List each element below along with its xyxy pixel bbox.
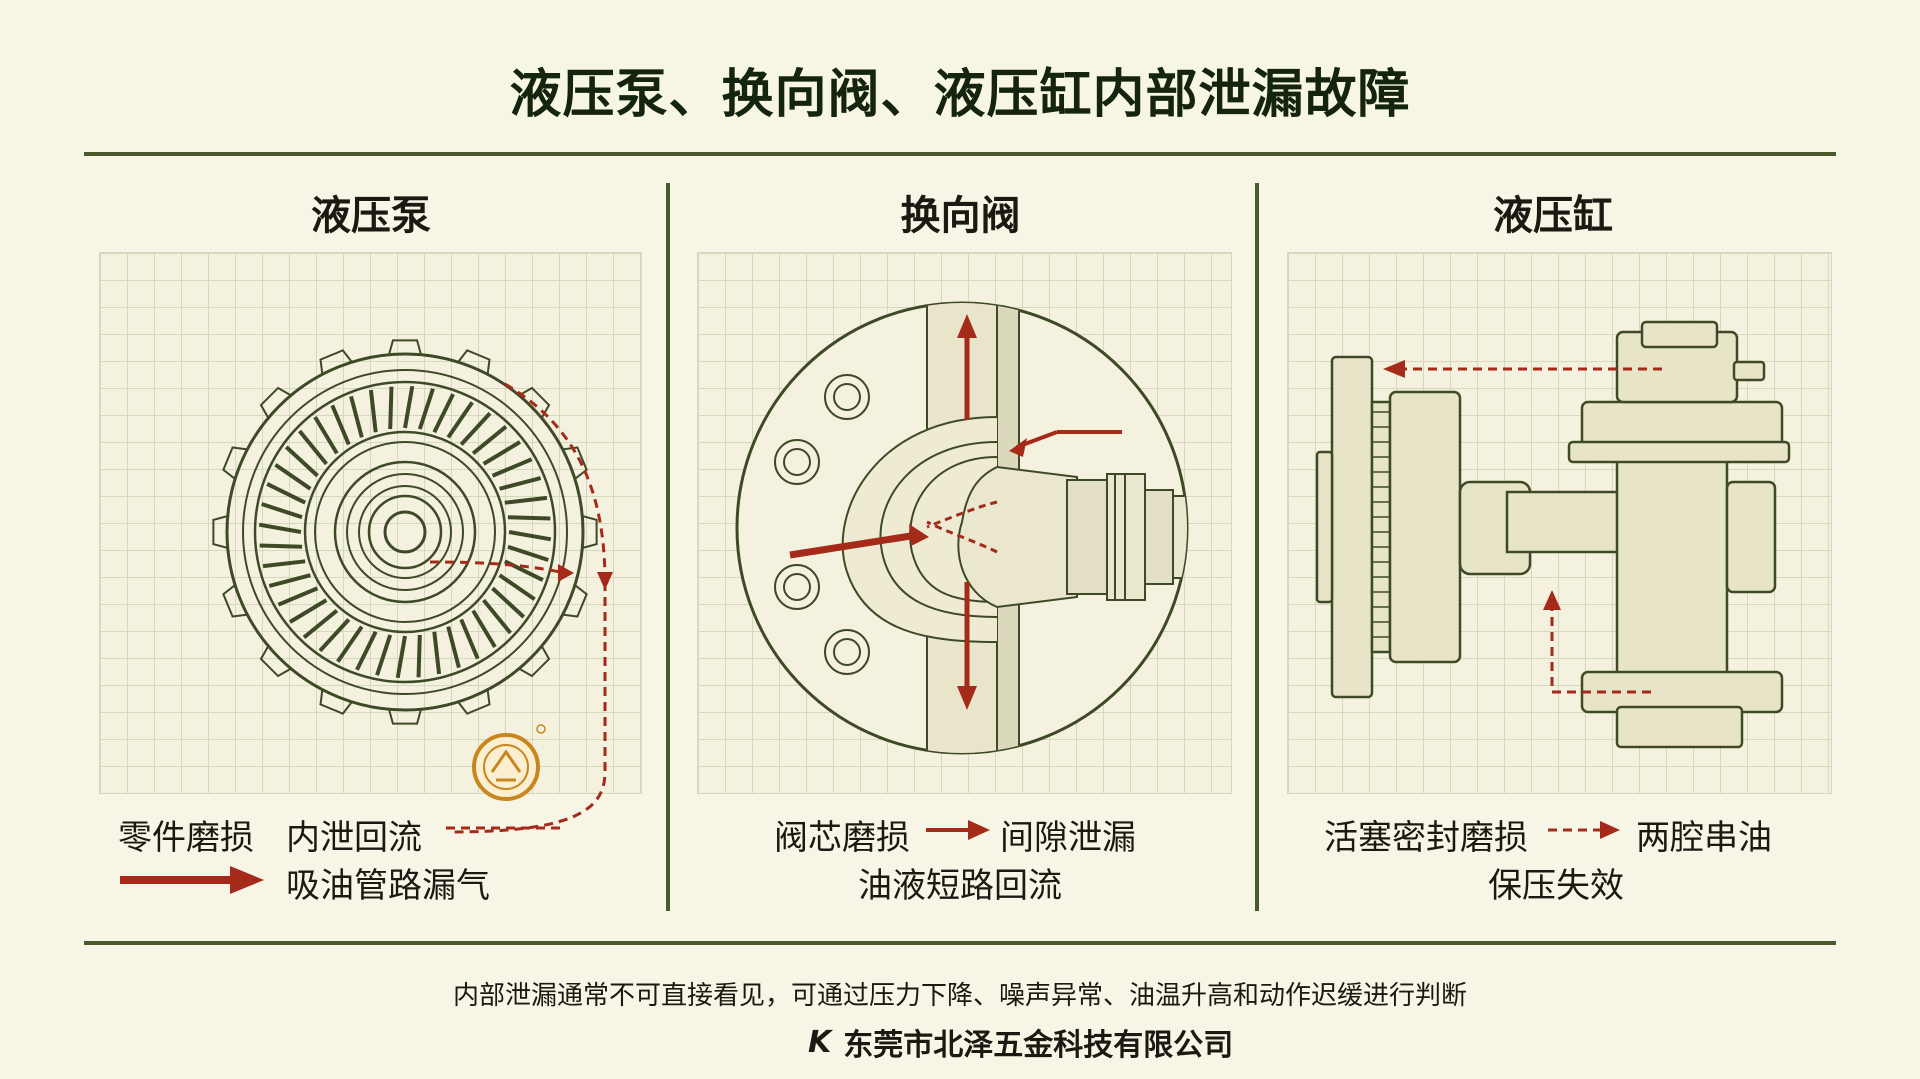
- valve-label-gap-leak: 间隙泄漏: [1000, 818, 1136, 858]
- cylinder-diagram: [1315, 320, 1791, 749]
- valve-arrow: [926, 820, 990, 840]
- pump-arrow: [120, 866, 264, 894]
- company-name: 东莞市北泽五金科技有限公司: [843, 1028, 1234, 1063]
- cylinder-label-seal-wear: 活塞密封磨损: [1324, 818, 1528, 858]
- cylinder-dashed-arrow: [1548, 821, 1620, 839]
- top-divider: [84, 152, 1836, 156]
- valve-label-spool-wear: 阀芯磨损: [774, 818, 910, 858]
- pump-label-backflow: 内泄回流: [286, 818, 422, 858]
- pump-label-air-leak: 吸油管路漏气: [286, 866, 490, 906]
- company-logo-icon: K: [808, 1024, 832, 1060]
- pump-dashed-line: [446, 826, 566, 830]
- page-title: 液压泵、换向阀、液压缸内部泄漏故障: [509, 65, 1411, 125]
- cylinder-heading: 液压缸: [1493, 193, 1613, 239]
- column-divider-1: [666, 183, 670, 911]
- seal-icon: [472, 724, 546, 801]
- cylinder-label-cross-chamber: 两腔串油: [1636, 818, 1772, 858]
- cylinder-label-pressure-loss: 保压失效: [1488, 866, 1624, 906]
- bottom-divider: [84, 941, 1836, 945]
- pump-diagram: [212, 339, 613, 834]
- pump-heading: 液压泵: [311, 193, 431, 239]
- column-divider-2: [1255, 183, 1259, 911]
- footer-note: 内部泄漏通常不可直接看见，可通过压力下降、噪声异常、油温升高和动作迟缓进行判断: [452, 981, 1467, 1011]
- valve-heading: 换向阀: [900, 193, 1021, 239]
- valve-label-short-circuit: 油液短路回流: [858, 866, 1062, 906]
- pump-grid: [99, 252, 642, 794]
- valve-diagram: [735, 301, 1189, 755]
- pump-label-wear: 零件磨损: [118, 818, 254, 858]
- brand: K 东莞市北泽五金科技有限公司: [808, 1022, 1234, 1064]
